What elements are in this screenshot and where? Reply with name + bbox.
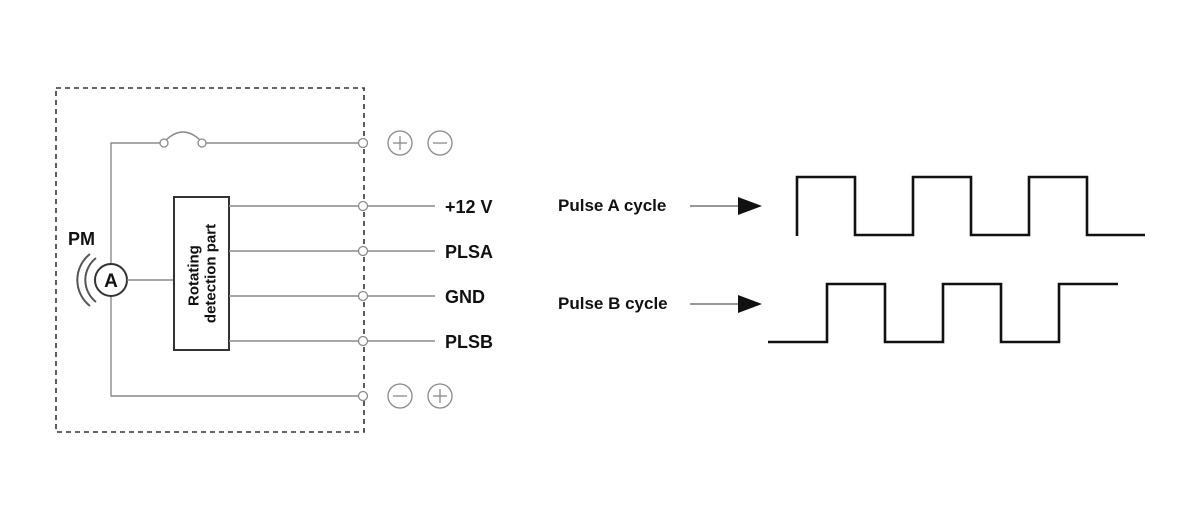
pin-plsb-label: PLSB bbox=[445, 332, 493, 352]
plus-icon bbox=[387, 130, 413, 156]
detection-label-line1: Rotating bbox=[186, 245, 203, 306]
minus-icon bbox=[387, 383, 413, 409]
pulse-a-arrow-icon bbox=[738, 197, 762, 215]
pin-12v-label: +12 V bbox=[445, 197, 493, 217]
pulse-b-arrow-icon bbox=[738, 295, 762, 313]
plus-icon bbox=[427, 383, 453, 409]
pulse-b-waveform bbox=[768, 282, 1118, 344]
detection-label-line2: detection part bbox=[203, 224, 220, 323]
pin-gnd-label: GND bbox=[445, 287, 485, 307]
signal-wires bbox=[229, 200, 435, 347]
polarity-bottom bbox=[387, 383, 453, 409]
pulse-a-waveform bbox=[795, 175, 1145, 237]
terminal-top bbox=[357, 137, 369, 149]
bottom-wire bbox=[110, 296, 369, 402]
enclosure-border bbox=[55, 87, 365, 433]
motor-label: A bbox=[104, 271, 118, 292]
polarity-top bbox=[387, 130, 453, 156]
top-wire bbox=[110, 131, 369, 264]
minus-icon bbox=[427, 130, 453, 156]
pin-plsa-label: PLSA bbox=[445, 242, 493, 262]
terminal-bottom bbox=[357, 390, 369, 402]
pulse-b-label: Pulse B cycle bbox=[558, 294, 668, 313]
detection-box: Rotating detection part bbox=[173, 196, 230, 351]
pulse-a-label: Pulse A cycle bbox=[558, 196, 666, 215]
motor-symbol: A bbox=[76, 253, 174, 307]
svg-text:Rotating detection part: Rotating detection part bbox=[186, 224, 220, 323]
pm-label: PM bbox=[68, 229, 95, 249]
